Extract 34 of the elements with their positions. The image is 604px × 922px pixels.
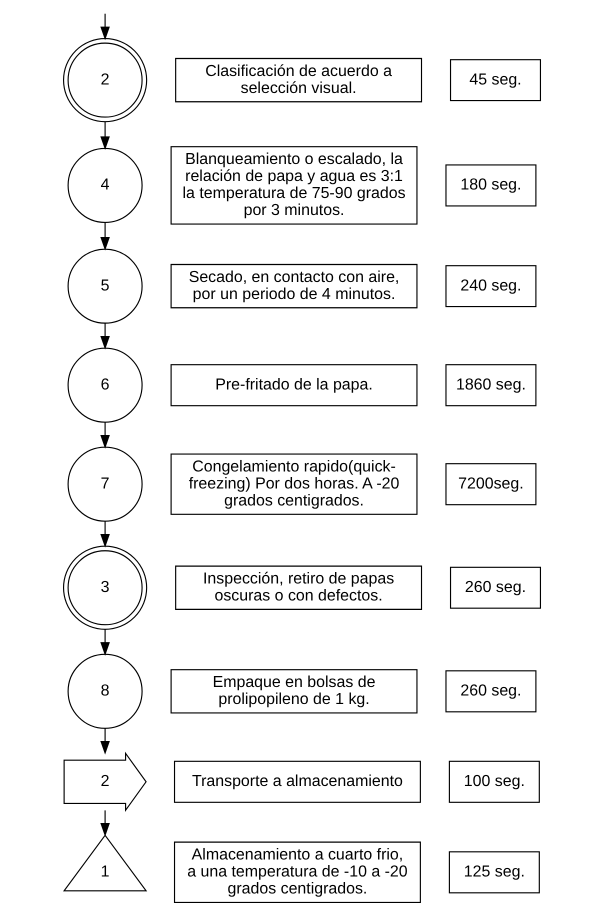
node-box: Clasificación de acuerdo a selección visual.	[175, 58, 422, 102]
arrow	[100, 14, 110, 40]
arrow	[100, 422, 110, 449]
node-box: Secado, en contacto con aire, por un periodo de 4 minutos.	[170, 264, 418, 308]
arrow	[100, 630, 110, 656]
node-box: Transporte a almacenamiento	[174, 760, 421, 803]
node-box: 45 seg.	[450, 59, 542, 102]
node-circle: 3	[62, 546, 148, 630]
arrow	[100, 323, 110, 350]
arrow	[100, 810, 110, 837]
node-box: 260 seg.	[445, 670, 536, 712]
node-box: Almacenamiento a cuarto frio, a una temperatura de -10 a -20 grados centigrados.	[174, 842, 421, 904]
node-circle: 8	[68, 654, 143, 729]
node-box: Empaque en bolsas de prolipopileno de 1 kg.	[170, 669, 418, 714]
arrow	[100, 122, 110, 150]
node-circle: 6	[68, 348, 143, 423]
node-box: Blanqueamiento o escalado, la relación de papa y agua es 3:1 la temperatura de 75-90 grados por 3 minutos.	[170, 146, 418, 225]
node-circle: 4	[68, 148, 143, 223]
arrow	[100, 521, 110, 548]
node-box: Inspección, retiro de papas oscuras o con defectos.	[175, 566, 422, 610]
arrow	[100, 222, 110, 251]
node-circle: 5	[68, 248, 143, 324]
node-circle: 2	[62, 38, 148, 122]
node-box: Congelamiento rapido(quick-freezing) Por dos horas. A -20 grados centigrados.	[170, 453, 418, 515]
node-box: 7200seg.	[445, 463, 536, 506]
node-box: 100 seg.	[448, 760, 540, 803]
node-box: Pre-fritado de la papa.	[170, 364, 418, 406]
node-box: 240 seg.	[445, 265, 536, 308]
node-circle: 7	[68, 446, 143, 522]
node-box: 180 seg.	[445, 164, 536, 206]
node-box: 260 seg.	[450, 566, 542, 609]
node-box: 125 seg.	[448, 851, 540, 894]
arrow	[100, 728, 110, 755]
node-box: 1860 seg.	[445, 364, 536, 406]
